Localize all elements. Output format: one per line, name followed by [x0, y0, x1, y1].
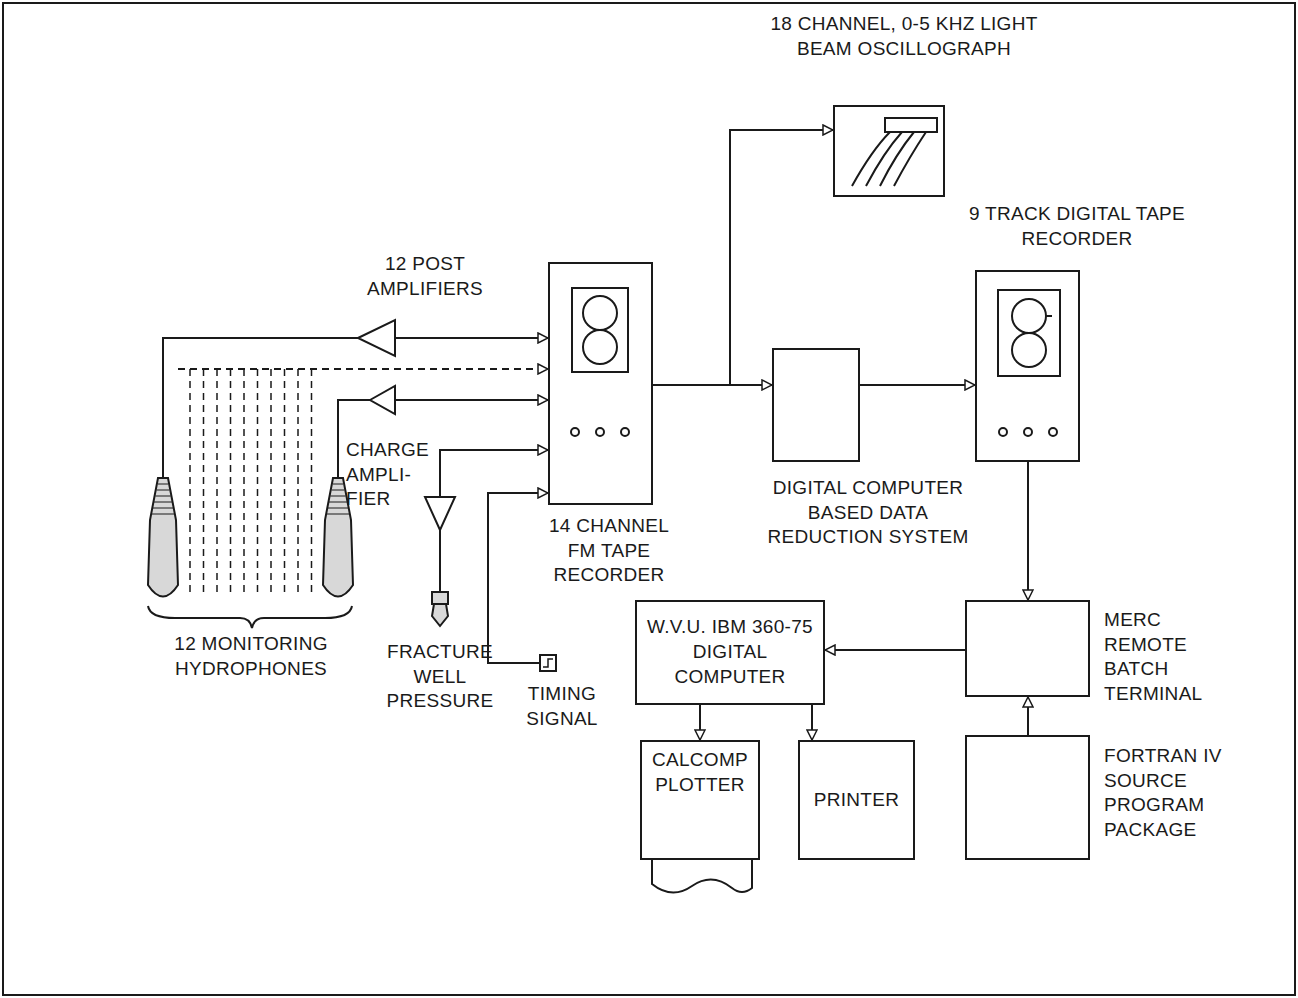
connector-arrow	[653, 130, 833, 385]
line-art-part	[358, 320, 395, 356]
digital-tape-box: 9 TRACK DIGITAL TAPE RECORDER	[975, 270, 1080, 462]
program-box: FORTRAN IV SOURCE PROGRAM PACKAGE	[965, 735, 1090, 860]
line-art-part	[596, 428, 604, 436]
amplifier-label: 12 POST AMPLIFIERS	[350, 252, 500, 301]
dashed-wire	[270, 369, 272, 592]
tape-recorder-box: 14 CHANNEL FM TAPE RECORDER	[548, 262, 653, 505]
line-art-part	[621, 428, 629, 436]
line-art-part	[178, 368, 548, 370]
line-art-part	[998, 290, 1060, 376]
charge-amplifier	[425, 450, 548, 626]
page-frame	[3, 3, 1295, 995]
line-art-part	[425, 497, 455, 530]
rib-stroke	[153, 508, 173, 509]
rib-stroke	[330, 496, 345, 497]
line-art-part	[572, 288, 628, 372]
line-art-part	[583, 330, 617, 364]
fm-recorder-reels	[571, 288, 629, 436]
line-art-part	[543, 659, 553, 667]
connector-arrow	[1027, 462, 1029, 600]
rib-stroke	[154, 502, 172, 503]
line-art-part	[1012, 299, 1046, 333]
line-art-part	[439, 530, 441, 592]
rib-stroke	[158, 484, 168, 485]
dashed-wire	[297, 369, 299, 592]
rib-stroke	[328, 508, 348, 509]
line-art-part	[571, 428, 579, 436]
hydrophone-brace	[148, 606, 352, 628]
connector-arrow	[653, 384, 772, 386]
node-text: FORTRAN IV SOURCE PROGRAM PACKAGE	[1104, 744, 1254, 843]
terminal-box: MERC REMOTE BATCH TERMINAL	[965, 600, 1090, 697]
line-art-part	[148, 478, 178, 597]
connector-arrow	[811, 705, 813, 740]
line-art-part	[540, 655, 556, 671]
line-art-part	[885, 118, 937, 132]
plotter-box: CALCOMP PLOTTER	[640, 740, 760, 860]
line-art-part	[583, 296, 617, 330]
signal-label: TIMING SIGNAL	[512, 682, 612, 731]
dashed-wire	[216, 369, 218, 592]
line-art-part	[440, 450, 548, 497]
node-text: 14 CHANNEL FM TAPE RECORDER	[534, 514, 684, 588]
line-art-part	[894, 132, 926, 186]
hydrophones	[148, 478, 353, 597]
plotter-paper	[652, 860, 752, 893]
line-art-part	[432, 592, 448, 604]
line-art-part	[432, 604, 448, 626]
node-text: 9 TRACK DIGITAL TAPE RECORDER	[947, 202, 1207, 251]
connector-arrow	[860, 384, 975, 386]
oscillograph-box: 18 CHANNEL, 0-5 KHZ LIGHT BEAM OSCILLOGR…	[833, 105, 945, 197]
line-art-part	[395, 399, 548, 401]
dashed-wire	[189, 369, 191, 592]
dashed-wire	[243, 369, 245, 592]
line-art-part	[395, 337, 548, 339]
rib-stroke	[152, 514, 175, 515]
amplifier-label: CHARGE AMPLI- FIER	[346, 438, 438, 512]
dashed-wire	[284, 369, 286, 592]
node-text: 18 CHANNEL, 0-5 KHZ LIGHT BEAM OSCILLOGR…	[754, 12, 1054, 61]
line-art-part	[163, 338, 358, 478]
line-art-part	[999, 428, 1007, 436]
dashed-wire	[311, 369, 313, 592]
rib-stroke	[327, 514, 350, 515]
node-text: W.V.U. IBM 360-75 DIGITAL COMPUTER	[637, 615, 823, 689]
hydrophone-dashed-wires	[190, 369, 312, 592]
digital-recorder-reels	[998, 290, 1060, 436]
line-art-part	[1024, 428, 1032, 436]
oscillograph-paper	[852, 118, 937, 186]
rib-stroke	[332, 490, 345, 491]
dashed-wire	[203, 369, 205, 592]
hydrophone-ribs	[152, 484, 350, 514]
sensor-label: FRACTURE WELL PRESSURE	[376, 640, 504, 714]
rib-stroke	[329, 502, 347, 503]
line-art-part	[1012, 333, 1046, 367]
rib-stroke	[157, 490, 170, 491]
hydrophone-label: 12 MONITORING HYDROPHONES	[146, 632, 356, 681]
dashed-wire	[257, 369, 259, 592]
node-text: CALCOMP PLOTTER	[642, 748, 758, 797]
printer-box: PRINTER	[798, 740, 915, 860]
connector-arrow	[825, 649, 965, 651]
dashed-wire	[230, 369, 232, 592]
timing-signal	[488, 493, 556, 671]
line-art-part	[1049, 428, 1057, 436]
node-text: MERC REMOTE BATCH TERMINAL	[1104, 608, 1234, 707]
connector-arrow	[699, 705, 701, 740]
computer-box: W.V.U. IBM 360-75 DIGITAL COMPUTER	[635, 600, 825, 705]
line-art-part	[370, 386, 395, 414]
connector-arrow	[1027, 697, 1029, 735]
line-art-part	[488, 493, 548, 663]
node-text: DIGITAL COMPUTER BASED DATA REDUCTION SY…	[750, 476, 986, 550]
rib-stroke	[333, 484, 343, 485]
rib-stroke	[155, 496, 170, 497]
data-reduction-box: DIGITAL COMPUTER BASED DATA REDUCTION SY…	[772, 348, 860, 462]
line-art-part	[1046, 315, 1052, 317]
node-text: PRINTER	[806, 788, 908, 813]
